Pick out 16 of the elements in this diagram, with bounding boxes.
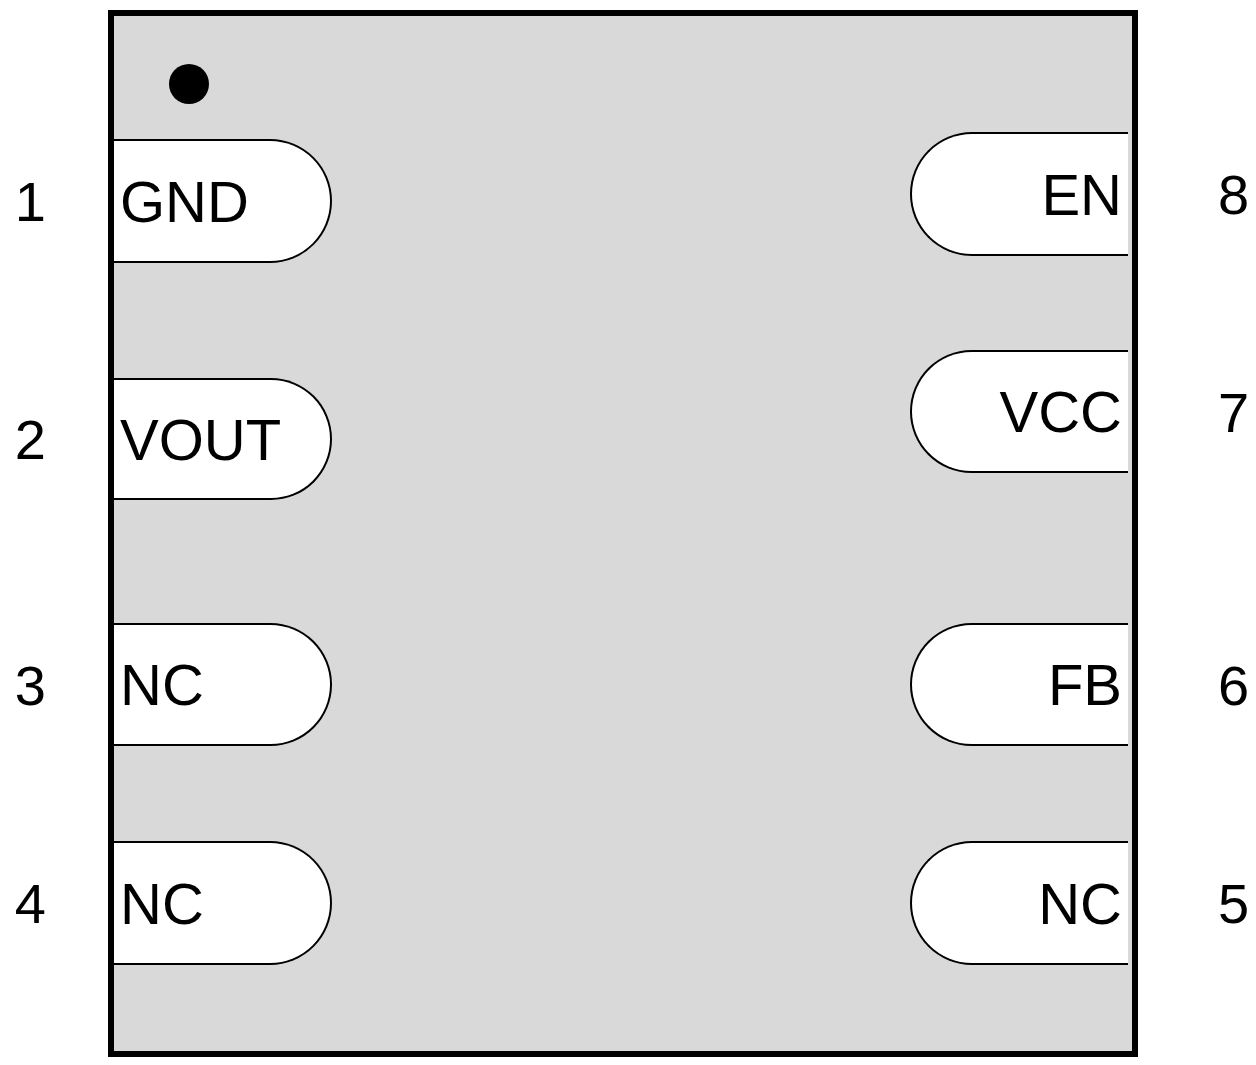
pin-name: VCC	[999, 378, 1122, 445]
pin-name: NC	[1038, 869, 1122, 937]
pin-number: 3	[14, 652, 46, 717]
pin-number: 4	[14, 870, 46, 936]
pin-name: NC	[120, 869, 204, 937]
pin-name: FB	[1047, 651, 1122, 718]
pin-number: 1	[14, 168, 46, 234]
pin-name: NC	[120, 651, 204, 718]
pin-number: 7	[1218, 379, 1250, 444]
pin-number: 5	[1218, 870, 1250, 936]
pin-number: 6	[1218, 652, 1250, 717]
pin-number: 2	[14, 406, 46, 472]
pin-name: GND	[120, 167, 249, 235]
pin-name: VOUT	[120, 405, 282, 473]
pin-number: 8	[1218, 161, 1250, 227]
pin-name: EN	[1041, 160, 1122, 228]
